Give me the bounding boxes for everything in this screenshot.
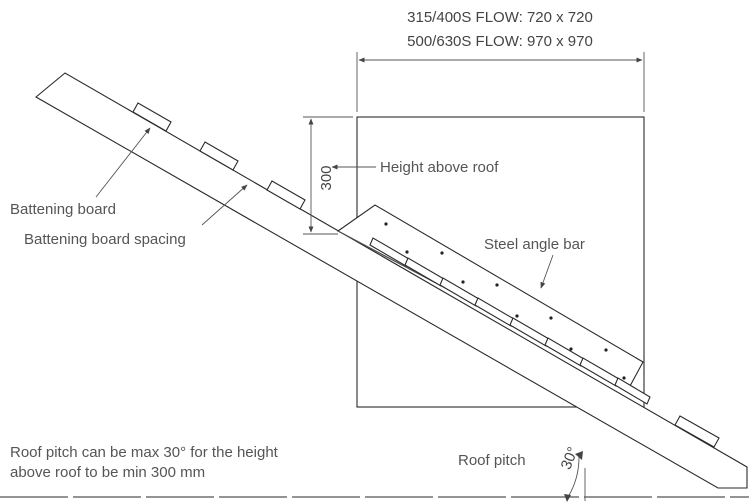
bolt <box>622 376 626 380</box>
height-above-roof-label: Height above roof <box>380 159 499 176</box>
flow-small-label: 315/400S FLOW: 720 x 720 <box>407 9 593 26</box>
note-line-2: above roof to be min 300 mm <box>10 464 205 481</box>
pitch-arrow-top <box>575 451 583 460</box>
battening-board-label: Battening board <box>10 201 116 218</box>
battening-board <box>199 141 239 171</box>
battening-board <box>132 102 172 132</box>
height-dimension <box>303 116 353 235</box>
bolt <box>569 347 573 351</box>
steel-angle-bar-label: Steel angle bar <box>484 236 585 253</box>
pitch-arrow-bottom <box>564 494 571 502</box>
width-dimension <box>356 52 645 112</box>
battening-board-leader <box>95 127 151 198</box>
battening-board <box>674 415 720 448</box>
angle-bar-leader <box>540 254 554 289</box>
bolt <box>549 316 553 320</box>
battening-boards <box>132 102 720 448</box>
bolt <box>440 251 444 255</box>
roof-pitch-label: Roof pitch <box>458 452 526 469</box>
bolt <box>515 314 519 318</box>
bolt <box>384 222 388 226</box>
bolt <box>461 280 465 284</box>
note-line-1: Roof pitch can be max 30° for the height <box>10 444 279 461</box>
bolt <box>405 250 409 254</box>
block <box>614 377 651 405</box>
angle-bar-blocks <box>369 237 651 405</box>
roof-slab <box>35 72 748 489</box>
height-value: 300 <box>318 165 335 190</box>
spacing-leader <box>201 184 248 226</box>
angle-bar-bolts <box>384 222 626 380</box>
flow-large-label: 500/630S FLOW: 970 x 970 <box>407 33 593 50</box>
battening-board <box>266 180 306 210</box>
bolt <box>604 348 608 352</box>
battening-board-spacing-label: Battening board spacing <box>24 231 186 248</box>
bolt <box>495 283 499 287</box>
